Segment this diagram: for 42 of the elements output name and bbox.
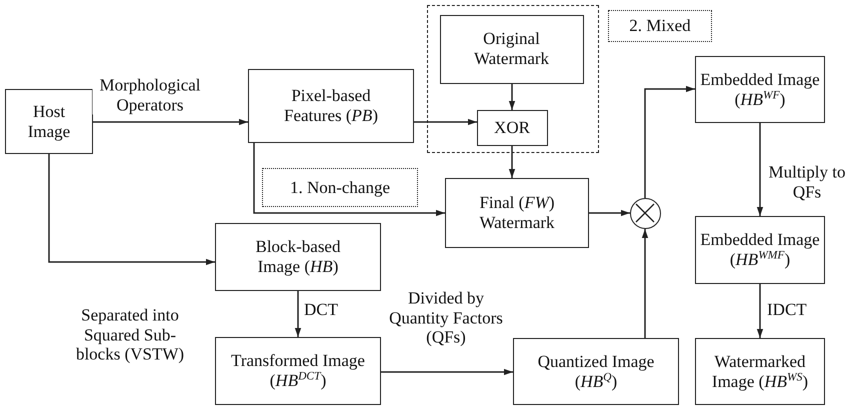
arrow — [48, 154, 215, 266]
box-label: Block-based Image (HB) — [254, 237, 342, 277]
box-label: 2. Mixed — [628, 16, 692, 36]
process-box — [476, 110, 548, 146]
box-label: Original Watermark — [472, 29, 550, 69]
arrow — [589, 210, 630, 216]
edge-label: Divided by Quantity Factors (QFs) — [387, 288, 505, 348]
arrow — [381, 368, 513, 376]
note-box — [608, 10, 712, 42]
group-frame — [427, 5, 599, 153]
box-label: XOR — [493, 118, 531, 138]
process-box — [513, 338, 679, 405]
multiply-circle — [630, 198, 661, 229]
arrow — [294, 291, 302, 337]
process-box — [248, 69, 414, 143]
process-box — [695, 338, 825, 405]
arrow — [414, 118, 477, 126]
box-label: Watermarked Image (HB$^{WS}$) — [710, 352, 810, 392]
box-label: Final (FW) Watermark — [478, 193, 556, 233]
process-box — [695, 216, 825, 284]
arrow — [756, 284, 764, 338]
note-box — [262, 168, 418, 207]
arrow — [93, 118, 248, 126]
arrow — [508, 146, 516, 178]
box-label: Quantized Image (HB$^{Q}$) — [536, 352, 656, 392]
process-box — [5, 89, 93, 154]
process-box — [440, 14, 584, 84]
arrow — [644, 86, 695, 198]
box-label: Host Image — [26, 102, 72, 142]
arrow — [642, 229, 648, 338]
box-label: Pixel-based Features (PB) — [283, 86, 379, 126]
box-label: Embedded Image (HB$^{WMF}$) — [699, 230, 821, 270]
arrow — [508, 84, 516, 110]
box-label: Embedded Image (HB$^{WF}$) — [699, 70, 821, 110]
process-box — [445, 178, 589, 248]
arrow — [756, 123, 764, 216]
box-label: 1. Non-change — [288, 178, 392, 198]
process-box — [215, 223, 381, 291]
process-box — [695, 56, 825, 123]
box-label: Transformed Image (HB$^{DCT}$) — [230, 351, 366, 391]
process-box — [215, 337, 381, 405]
arrow — [253, 143, 445, 216]
